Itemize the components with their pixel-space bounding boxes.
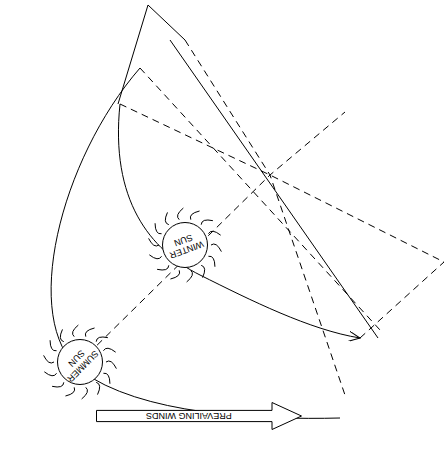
sun-ray bbox=[178, 208, 184, 220]
sun-ray bbox=[149, 238, 159, 246]
sun-ray bbox=[211, 244, 221, 252]
wind-label: PREVAILING WINDS bbox=[146, 411, 232, 421]
sun-ray bbox=[201, 220, 213, 225]
sun-ray bbox=[165, 212, 168, 224]
sun-ray bbox=[85, 328, 94, 337]
sun-ray bbox=[149, 255, 161, 259]
sun-ray bbox=[52, 382, 64, 387]
sun-ray bbox=[44, 372, 56, 376]
sun-ray bbox=[155, 223, 161, 234]
sun-circle: SUMMER SUN bbox=[57, 339, 103, 385]
sun-path-lines bbox=[51, 5, 378, 418]
sun-ray bbox=[106, 361, 116, 369]
text-holder: PREVAILING WINDS bbox=[146, 411, 232, 421]
sun-ray bbox=[170, 270, 179, 279]
dashed-sightlines bbox=[80, 40, 444, 398]
sun-ray bbox=[187, 270, 193, 282]
dashed-line bbox=[140, 68, 380, 330]
sun-ray bbox=[190, 211, 199, 220]
dashed-line bbox=[185, 40, 346, 398]
dashed-line bbox=[360, 262, 444, 338]
wind-arrow: PREVAILING WINDS bbox=[96, 402, 302, 430]
sun-ray bbox=[157, 265, 169, 270]
frame-line bbox=[118, 5, 148, 104]
sun-ray bbox=[73, 325, 79, 337]
sun-ray bbox=[208, 256, 214, 267]
sun-ray bbox=[103, 348, 115, 352]
sun-ray bbox=[96, 337, 108, 342]
sun-ray bbox=[50, 340, 56, 351]
frame-line bbox=[148, 5, 185, 40]
sun-circle: WINTER SUN bbox=[162, 222, 208, 268]
sun-ray bbox=[60, 329, 63, 341]
dashed-line bbox=[80, 112, 345, 362]
summer-path-arc bbox=[51, 68, 340, 418]
sun-ray bbox=[103, 373, 109, 384]
sun-ray bbox=[96, 382, 99, 394]
sun-ray bbox=[208, 231, 220, 235]
sun-ray bbox=[82, 387, 88, 399]
sun-ray bbox=[44, 355, 54, 363]
sun-ray bbox=[65, 387, 74, 396]
sun-ray bbox=[201, 265, 204, 277]
